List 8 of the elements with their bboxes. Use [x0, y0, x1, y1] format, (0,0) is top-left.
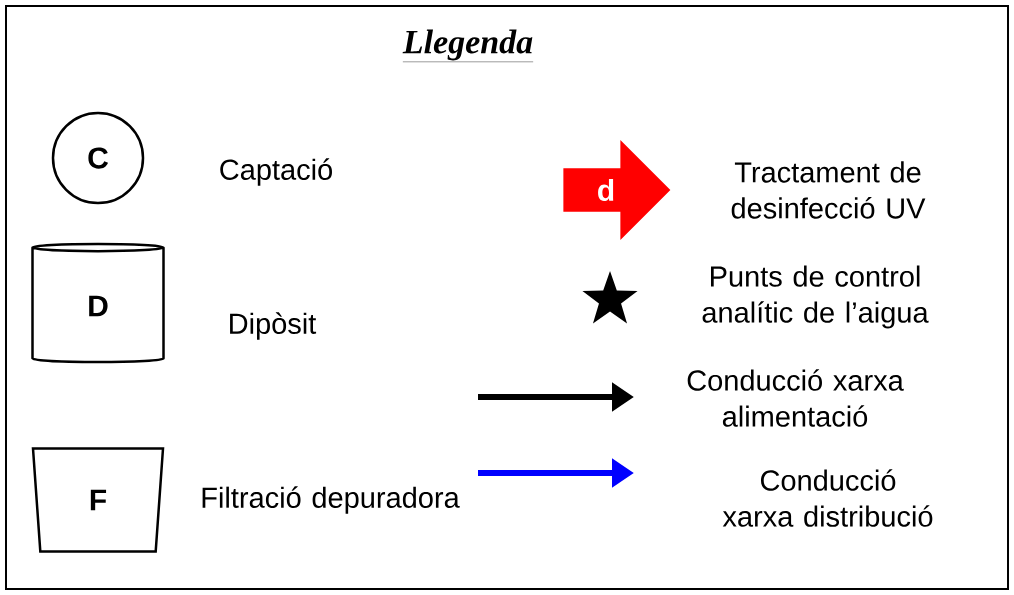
legend-text: Captació	[220, 158, 332, 186]
legend-title: Llegenda	[402, 29, 534, 62]
legend-text: Conducció xarxa alimentació	[687, 369, 904, 427]
legend-text: Filtració depuradora	[202, 486, 460, 514]
legend-text: Punts de control analític de l’aigua	[702, 265, 929, 329]
legend-text: Tractament de desinfecció UV	[731, 161, 926, 219]
legend-text: Conducció xarxa distribució	[722, 469, 933, 527]
legend-text: Dipòsit	[230, 312, 317, 340]
